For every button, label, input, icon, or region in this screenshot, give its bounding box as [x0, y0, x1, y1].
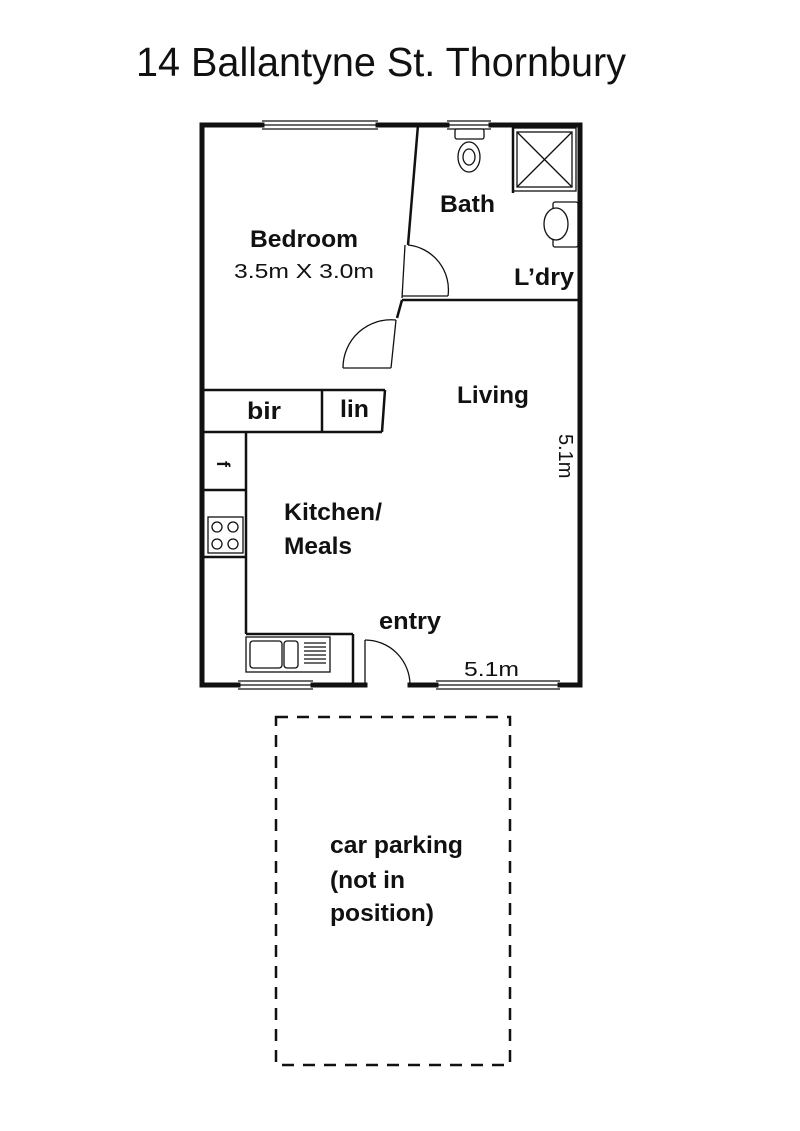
door-bedroom	[342, 319, 397, 369]
room-label-laundry: L’dry	[514, 264, 575, 291]
windows	[238, 120, 560, 690]
sink-icon	[245, 636, 331, 673]
room-label-entry: entry	[379, 608, 442, 635]
room-label-bath: Bath	[440, 191, 495, 218]
page-title: 14 Ballantyne St. Thornbury	[136, 39, 626, 85]
room-label-living: Living	[457, 382, 529, 409]
dimension-right-wall: 5.1m	[554, 434, 576, 478]
shower-icon	[512, 127, 577, 192]
parking-label-line3: position)	[330, 900, 434, 927]
wall-lin-living	[380, 389, 387, 433]
doors	[342, 244, 450, 686]
interior-walls	[204, 124, 580, 685]
wall-bedroom-bath	[406, 124, 420, 246]
window-bedroom	[262, 120, 378, 130]
exterior-walls	[199, 122, 583, 688]
room-label-bedroom: Bedroom	[250, 226, 358, 253]
window-kitchen	[238, 680, 313, 690]
room-dims-bedroom: 3.5m X 3.0m	[234, 261, 374, 283]
room-label-meals: Meals	[284, 533, 352, 560]
laundry-tub-icon	[543, 201, 579, 248]
door-entry	[364, 639, 411, 686]
window-bath	[447, 120, 491, 130]
dimension-bottom-wall: 5.1m	[464, 659, 519, 681]
parking-label-line1: car parking	[330, 832, 463, 859]
car-parking-outline	[274, 715, 512, 1067]
fridge-label: f	[213, 461, 233, 468]
room-label-bir: bir	[247, 398, 281, 425]
parking-label-line2: (not in	[330, 867, 405, 894]
cooktop-icon	[207, 516, 244, 554]
toilet-icon	[454, 128, 485, 173]
door-bath	[401, 244, 450, 299]
room-label-lin: lin	[340, 396, 369, 423]
room-label-kitchen: Kitchen/	[284, 499, 382, 526]
window-living	[436, 680, 560, 690]
wall-bedroom-living	[395, 299, 404, 319]
